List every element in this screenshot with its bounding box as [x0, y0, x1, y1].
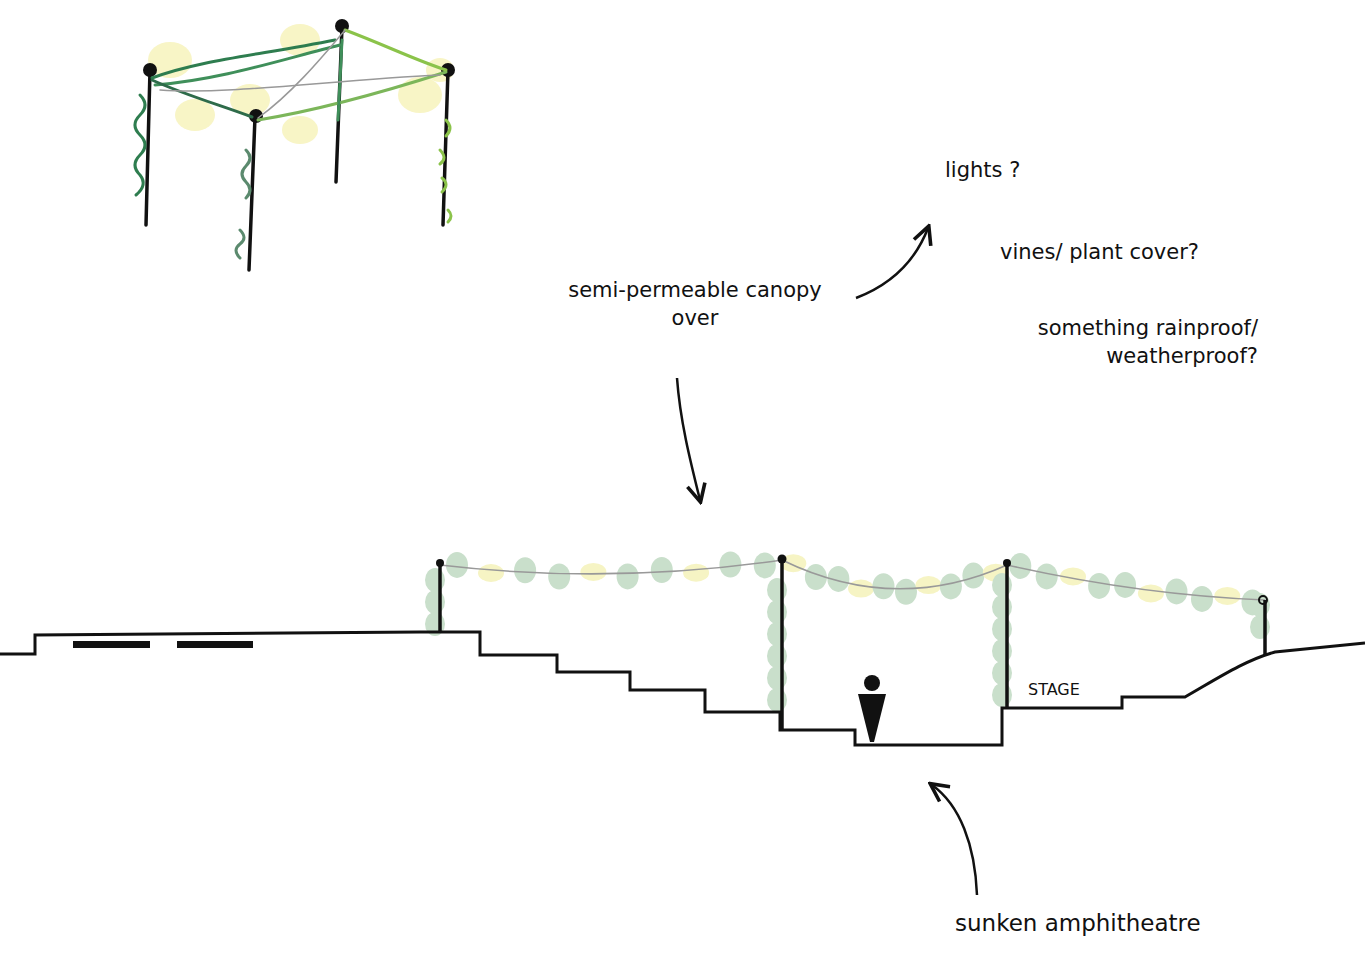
vine-leaf: [992, 683, 1012, 707]
amphitheatre-label: sunken amphitheatre: [955, 908, 1275, 939]
pole-cap: [1003, 559, 1011, 567]
bench: [73, 641, 150, 648]
foliage-blob: [1166, 578, 1188, 604]
vine-leaf: [1250, 615, 1270, 639]
pole-cap: [778, 555, 787, 564]
vine-leaf: [425, 590, 445, 614]
vine-leaf: [992, 573, 1012, 597]
foliage-blob: [1036, 563, 1058, 589]
pole: [780, 560, 784, 730]
vine-leaf: [992, 595, 1012, 619]
vine-leaf: [767, 666, 787, 690]
foliage-blob: [754, 552, 776, 578]
pergola-lights: [148, 24, 454, 144]
person-head: [864, 675, 880, 691]
foliage-blob: [514, 557, 536, 583]
stage-label: STAGE: [1028, 679, 1108, 701]
pole: [1263, 600, 1267, 655]
light-glow: [683, 564, 709, 582]
light-glow: [848, 580, 874, 598]
canopy-foliage: [425, 552, 1270, 713]
vine-leaf: [425, 568, 445, 592]
light-glow: [1214, 587, 1240, 605]
vine-leaf: [992, 639, 1012, 663]
pole: [1005, 563, 1009, 708]
leader-arrow: [856, 228, 928, 298]
canopy-wire: [782, 560, 1007, 589]
light-glow: [1138, 584, 1164, 602]
vine-leaf: [992, 661, 1012, 685]
foliage-blob: [719, 552, 741, 578]
foliage-blob: [548, 564, 570, 590]
pergola-sketch: [135, 19, 455, 270]
ground-profile: [0, 632, 1365, 745]
vine-leaf: [1250, 593, 1270, 617]
pole-cap: [1259, 596, 1267, 604]
foliage-blob: [895, 579, 917, 605]
vine-leaf: [992, 617, 1012, 641]
foliage-blob: [873, 573, 895, 599]
pole-caps: [436, 555, 1267, 605]
vine-leaf: [767, 644, 787, 668]
foliage-blob: [1088, 573, 1110, 599]
canopy-wire: [1007, 565, 1265, 600]
leader-arrow: [932, 785, 977, 895]
light-glow: [580, 563, 606, 581]
vine-leaf: [767, 600, 787, 624]
foliage-blob: [1114, 572, 1136, 598]
note-label: something rainproof/ weatherproof?: [958, 314, 1258, 371]
pole-cap: [436, 559, 444, 567]
bench: [177, 641, 253, 648]
pergola-caps: [143, 19, 455, 123]
vine-leaf: [767, 622, 787, 646]
foliage-blob: [1191, 586, 1213, 612]
pole: [438, 563, 442, 632]
vine-leaf: [767, 578, 787, 602]
leader-arrow: [677, 378, 700, 500]
canopy-label: semi-permeable canopy over: [560, 276, 830, 333]
foliage-blob: [940, 573, 962, 599]
foliage-blob: [651, 557, 673, 583]
canopy-wire: [440, 560, 782, 574]
poles: [440, 560, 1265, 730]
pergola-poles: [146, 27, 448, 270]
note-label: lights ?: [945, 156, 1095, 184]
vine-leaf: [767, 688, 787, 712]
light-glow: [478, 564, 504, 582]
note-label: vines/ plant cover?: [1000, 238, 1280, 266]
foliage-blob: [446, 552, 468, 578]
pergola-vines: [135, 30, 451, 258]
foliage-blob: [617, 563, 639, 589]
person-body: [858, 694, 886, 742]
